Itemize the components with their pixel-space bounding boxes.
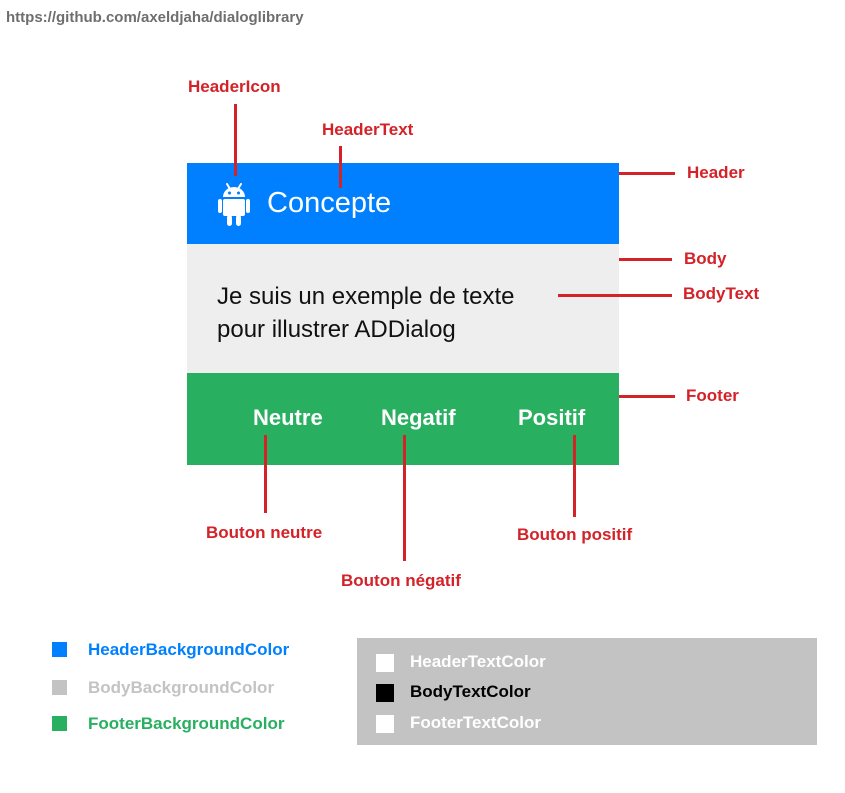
header-bg-swatch <box>52 642 67 657</box>
positive-button[interactable]: Positif <box>518 405 586 430</box>
text-color-legend-panel <box>357 638 817 745</box>
legend-body-text: BodyTextColor <box>410 682 531 701</box>
legend-header-bg: HeaderBackgroundColor <box>88 640 290 659</box>
neutral-button[interactable]: Neutre <box>253 405 323 430</box>
footer-bg-swatch <box>52 716 67 731</box>
neutral-button-pointer <box>264 435 267 513</box>
legend-footer-text: FooterTextColor <box>410 713 541 732</box>
annotation-footer: Footer <box>686 386 739 405</box>
footer-text-swatch <box>376 715 394 733</box>
body-text-pointer <box>558 294 672 297</box>
source-url[interactable]: https://github.com/axeldjaha/dialoglibra… <box>6 9 304 26</box>
body-bg-swatch <box>52 680 67 695</box>
negative-button[interactable]: Negatif <box>381 405 456 430</box>
annotation-body: Body <box>684 249 727 268</box>
header-text-pointer <box>339 146 342 188</box>
legend-footer-bg: FooterBackgroundColor <box>88 714 285 733</box>
annotation-button-neutral: Bouton neutre <box>206 523 323 542</box>
annotation-button-negative: Bouton négatif <box>341 571 461 590</box>
annotation-header: Header <box>687 163 745 182</box>
header-icon-pointer <box>234 104 237 176</box>
dialog-footer: Neutre Negatif Positif <box>187 373 619 465</box>
header-text-swatch <box>376 654 394 672</box>
body-text-swatch <box>376 684 394 702</box>
footer-pointer <box>619 395 675 398</box>
annotation-header-text: HeaderText <box>322 120 414 139</box>
dialog-header-text: Concepte <box>267 187 392 219</box>
dialog-body-line-2: pour illustrer ADDialog <box>217 316 456 343</box>
positive-button-pointer <box>573 435 576 517</box>
annotation-body-text: BodyText <box>683 284 760 303</box>
android-icon <box>218 183 250 226</box>
annotation-button-positive: Bouton positif <box>517 525 633 544</box>
negative-button-pointer <box>403 435 406 561</box>
dialog-header: Concepte <box>187 163 619 244</box>
dialog-body-line-1: Je suis un exemple de texte <box>217 283 515 310</box>
legend-header-text: HeaderTextColor <box>410 652 546 671</box>
dialog-body: Je suis un exemple de texte pour illustr… <box>187 244 619 374</box>
annotation-header-icon: HeaderIcon <box>188 77 281 96</box>
dialog-body-text: Je suis un exemple de texte pour illustr… <box>217 280 515 346</box>
body-pointer <box>619 258 672 261</box>
legend-body-bg: BodyBackgroundColor <box>88 678 275 697</box>
header-pointer <box>619 172 675 175</box>
